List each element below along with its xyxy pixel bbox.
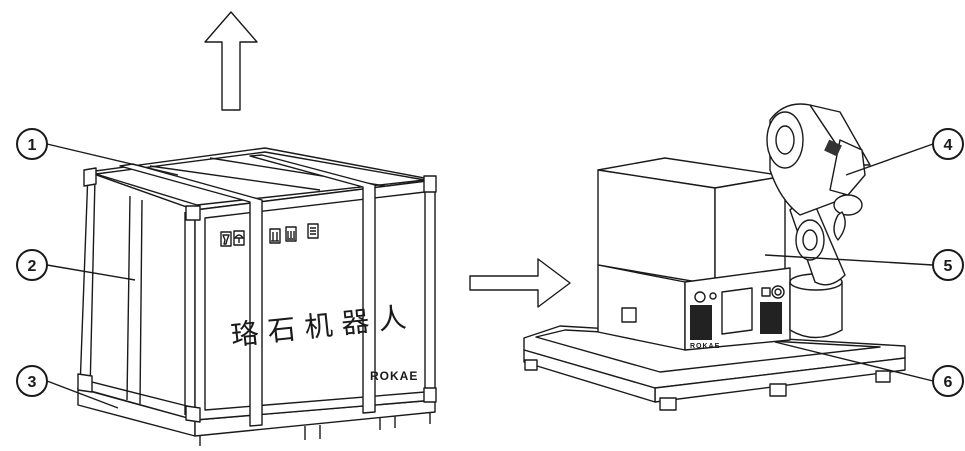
up-arrow-icon <box>204 11 258 111</box>
callout-5: 5 <box>764 249 964 281</box>
callout-6: 6 <box>774 341 964 397</box>
right-arrow-icon <box>469 258 571 308</box>
robot-arm <box>766 103 871 339</box>
shipping-crate: 珞石机器人 ROKAE <box>77 147 437 446</box>
callout-3: 3 <box>16 365 119 409</box>
pallet <box>523 325 906 411</box>
handle-with-care-icon <box>307 223 319 239</box>
callout-5-label: 5 <box>944 258 953 275</box>
callout-4: 4 <box>845 128 964 176</box>
callout-6-label: 6 <box>944 374 953 391</box>
callout-2-label: 2 <box>28 258 37 275</box>
callout-4-label: 4 <box>944 137 953 154</box>
fragile-glass-icon <box>220 231 232 247</box>
callout-1: 1 <box>16 128 179 176</box>
stacking-limit-icon <box>285 226 297 242</box>
callout-3-label: 3 <box>28 374 37 391</box>
callout-2: 2 <box>16 249 136 281</box>
controller-cabinet: ROKAE <box>597 157 791 351</box>
keep-dry-umbrella-icon <box>233 230 245 246</box>
controller-brand-logo: ROKAE <box>690 343 720 350</box>
callout-1-label: 1 <box>28 137 37 154</box>
this-side-up-icon <box>269 228 281 244</box>
crate-brand-logo: ROKAE <box>370 369 418 383</box>
